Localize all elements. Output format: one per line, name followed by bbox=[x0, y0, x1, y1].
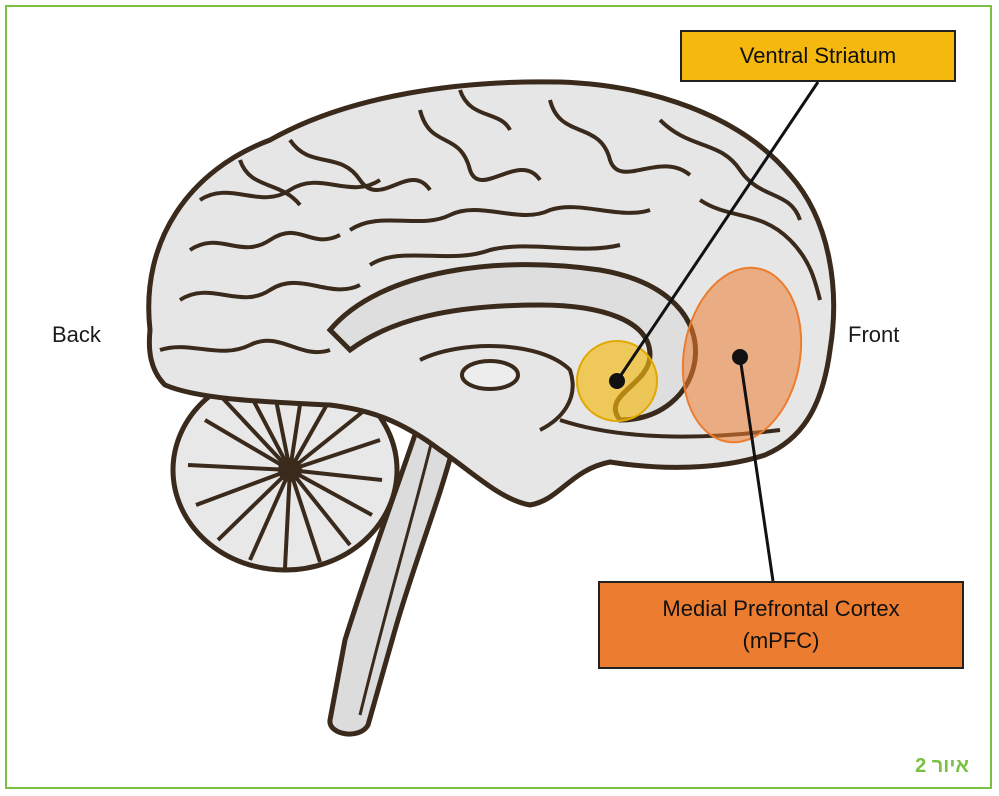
back-label: Back bbox=[52, 322, 101, 348]
mpfc-label-line2: (mPFC) bbox=[600, 625, 962, 657]
front-label: Front bbox=[848, 322, 899, 348]
ventral-striatum-label: Ventral Striatum bbox=[680, 30, 956, 82]
figure-caption: איור 2 bbox=[915, 755, 969, 778]
mpfc-label-line1: Medial Prefrontal Cortex bbox=[600, 593, 962, 625]
mpfc-label: Medial Prefrontal Cortex (mPFC) bbox=[598, 581, 964, 669]
ventral-striatum-dot bbox=[609, 373, 625, 389]
mpfc-dot bbox=[732, 349, 748, 365]
